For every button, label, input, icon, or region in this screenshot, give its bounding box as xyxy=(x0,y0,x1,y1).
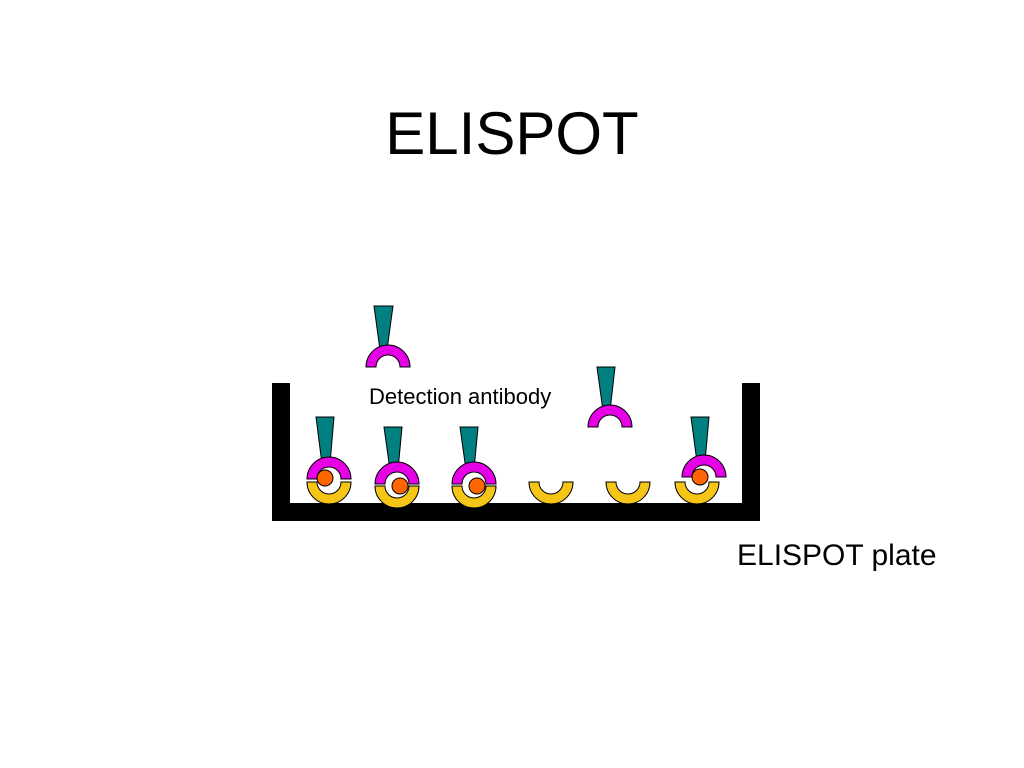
analyte-molecule xyxy=(316,469,334,487)
detection-antibody-fab xyxy=(374,461,420,485)
slide-title: ELISPOT xyxy=(385,100,639,167)
elispot-plate xyxy=(272,383,760,521)
capture-antibody xyxy=(374,485,420,509)
analyte-molecule xyxy=(391,477,409,495)
detection-antibody-fab xyxy=(681,454,727,478)
well-complex xyxy=(374,426,420,509)
capture-antibody xyxy=(306,481,352,505)
well-complex xyxy=(451,426,497,509)
capture-antibody xyxy=(605,481,651,505)
detection-antibody-fab xyxy=(365,344,411,368)
elispot-plate-label: ELISPOT plate xyxy=(737,539,937,572)
well-complex xyxy=(528,481,574,505)
analyte-molecule xyxy=(691,468,709,486)
capture-antibody xyxy=(451,485,497,509)
detection-antibody-fab xyxy=(451,461,497,485)
detection-antibody-fab xyxy=(587,404,633,428)
well-complex xyxy=(306,416,352,505)
capture-antibody xyxy=(674,481,720,505)
detection-antibody-stem xyxy=(596,366,616,412)
capture-antibody xyxy=(528,481,574,505)
detection-antibody-label: Detection antibody xyxy=(369,384,552,409)
analyte-molecule xyxy=(468,477,486,495)
well-complex xyxy=(674,416,727,505)
well-complex xyxy=(605,481,651,505)
free-detection-antibody xyxy=(365,305,411,368)
free-detection-antibody xyxy=(587,366,633,428)
detection-antibody-stem xyxy=(373,305,394,351)
